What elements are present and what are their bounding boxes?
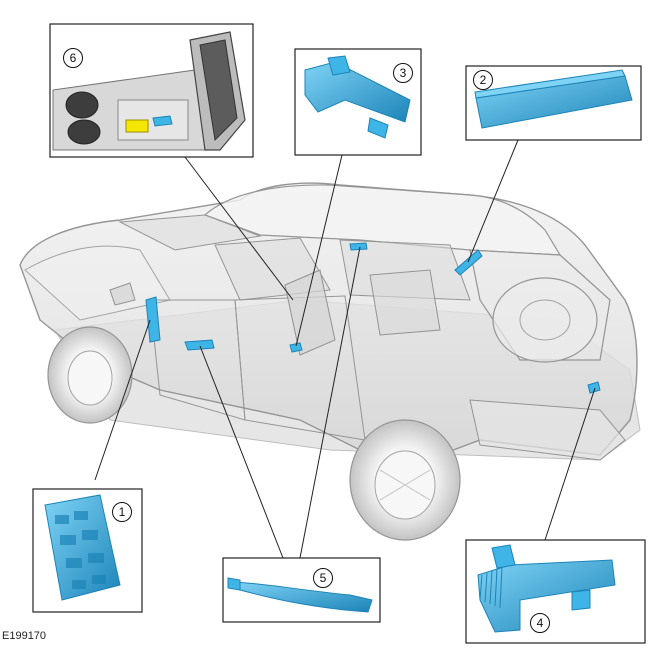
- vehicle-component-markers: [145, 242, 601, 394]
- console-lid-inner: [199, 39, 238, 142]
- front-door-handle-marker: [184, 339, 215, 351]
- vehicle-illustration: [19, 182, 641, 541]
- callout-4-number: 4: [537, 616, 544, 630]
- module-2-top: [474, 69, 626, 99]
- vehicle-spare-wheel: [492, 277, 598, 363]
- vehicle-rear-wheel: [349, 419, 461, 541]
- inset-3-module: 3: [294, 48, 422, 156]
- inset-1-module: 1: [32, 488, 143, 613]
- door-handle-cap: [227, 577, 241, 591]
- usb-port-yellow: [125, 119, 149, 133]
- console-antenna-blue: [152, 115, 173, 127]
- callout-3-circle: [393, 63, 413, 83]
- vehicle-front-wheel: [47, 326, 133, 424]
- module-3-bracket: [327, 55, 351, 76]
- bcm-location-marker: [145, 296, 161, 343]
- vehicle-front-seat: [284, 269, 336, 356]
- inset-2-module: 2: [465, 65, 642, 141]
- leader-line-1: [94, 319, 151, 481]
- module-3-tab: [367, 117, 389, 139]
- module-4-bracket-top: [491, 544, 516, 569]
- leader-line-4: [544, 387, 596, 541]
- leader-line-5a: [199, 345, 284, 559]
- module-4-bracket-side: [571, 589, 591, 611]
- leader-line-6: [184, 156, 294, 301]
- leader-lines: [94, 139, 596, 559]
- inset-4-module: 4: [465, 539, 646, 644]
- callout-6-number: 6: [70, 51, 77, 65]
- callout-5-number: 5: [320, 571, 327, 585]
- leader-line-2: [467, 139, 519, 263]
- callout-2-number: 2: [480, 73, 487, 87]
- callout-1-number: 1: [119, 505, 126, 519]
- vehicle-windshield: [118, 214, 262, 251]
- callout-4-circle: [530, 613, 550, 633]
- door-handle-body: [231, 581, 373, 613]
- leader-line-3: [295, 154, 343, 347]
- vehicle-side-mirror: [109, 282, 136, 306]
- callout-3-number: 3: [400, 66, 407, 80]
- callout-5-circle: [313, 568, 333, 588]
- vehicle-hood: [24, 245, 171, 321]
- cup-holder-left: [65, 91, 99, 119]
- inset-6-console: 6: [49, 23, 254, 158]
- callout-6-circle: [63, 48, 83, 68]
- cup-holder-right: [67, 119, 101, 145]
- module-4-body: [477, 559, 616, 633]
- figure-id: E199170: [2, 630, 47, 642]
- vehicle-roof: [203, 184, 562, 256]
- module-4-fins: [479, 566, 503, 609]
- module-1-connectors: [55, 511, 106, 589]
- rear-bumper-antenna-marker: [587, 381, 601, 394]
- callout-1-circle: [112, 502, 132, 522]
- vehicle-spare-wheel-hub: [519, 299, 571, 341]
- inset-5-module: 5: [222, 557, 381, 623]
- callout-2-circle: [473, 70, 493, 90]
- vehicle-rear-seat: [369, 269, 441, 336]
- leader-line-5b: [299, 246, 361, 559]
- rear-door-handle-marker: [349, 242, 368, 251]
